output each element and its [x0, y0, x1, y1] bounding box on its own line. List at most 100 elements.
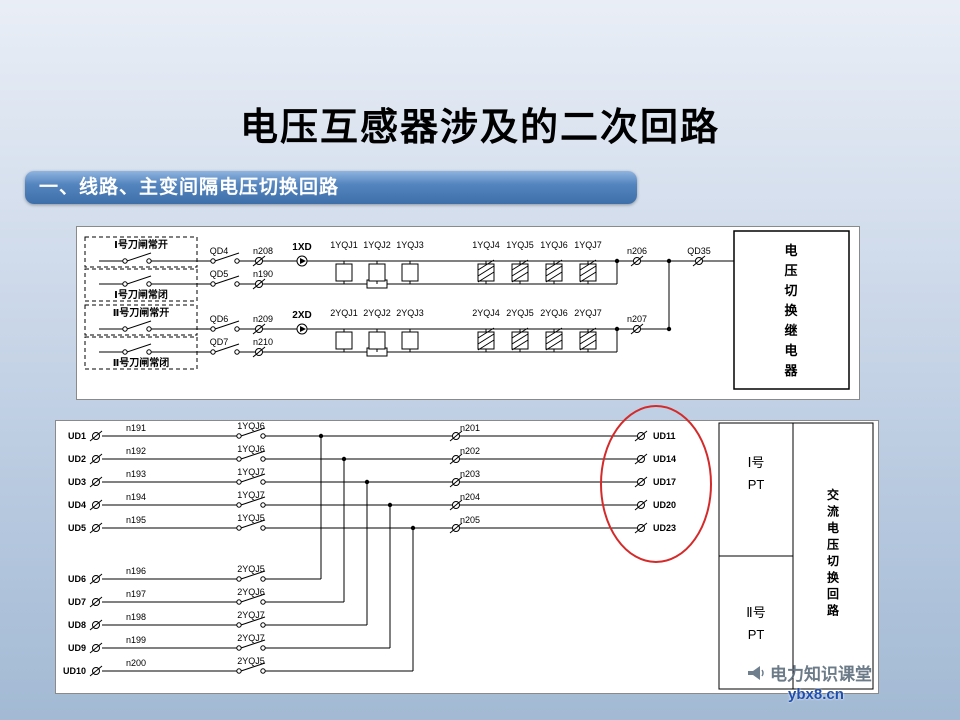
terminal-slash [89, 573, 103, 585]
junction-dot [387, 502, 393, 508]
coil-label: 2YQJ7 [574, 308, 602, 318]
terminal-slash [89, 499, 103, 511]
relay-coil-hatched [477, 331, 495, 350]
wire-label: n209 [253, 314, 273, 324]
contact-symbol [122, 320, 152, 332]
coil-label: 2YQJ5 [506, 308, 534, 318]
terminal-symbol [89, 665, 103, 677]
coil-label: 1YQJ4 [472, 240, 500, 250]
knife-open-box [84, 236, 198, 268]
wire-label: n207 [627, 314, 647, 324]
relay-box-label: 电 [784, 343, 797, 358]
page-title: 电压互感器涉及的二次回路 [239, 107, 720, 149]
coil-label: 2YQJ3 [396, 308, 424, 318]
hatch-line [477, 333, 495, 345]
terminal-label: UD11 [653, 431, 676, 441]
contact-blade [214, 343, 240, 353]
terminal-label: UD7 [68, 597, 86, 607]
terminal-symbol [89, 619, 103, 631]
hatch-line [511, 259, 529, 271]
terminal-symbol [449, 453, 463, 465]
contact-symbol [236, 662, 266, 674]
hatch-line [477, 265, 495, 277]
terminal-symbol [449, 476, 463, 488]
pt1-label: Ⅰ号 [748, 455, 765, 470]
coil-label: 1YQJ5 [506, 240, 534, 250]
terminal-symbol [89, 430, 103, 442]
terminal-label: UD3 [68, 477, 86, 487]
hatch-line [511, 265, 529, 277]
contact-blade [240, 593, 266, 603]
pt2-label: PT [748, 627, 765, 642]
coil-label: 2YQJ2 [363, 308, 391, 318]
junction-dot [318, 433, 324, 439]
knife-open-label: Ⅰ号刀闸常开 [114, 238, 168, 251]
hatch-line [545, 339, 563, 351]
relay-coil-hatched [511, 331, 529, 350]
terminal-symbol [449, 430, 463, 442]
terminal-label: UD9 [68, 643, 86, 653]
terminal-symbol [89, 642, 103, 654]
terminal-symbol [89, 596, 103, 608]
terminal-slash [634, 430, 648, 442]
contact-blade [126, 320, 152, 330]
contact-blade [240, 616, 266, 626]
test-block-label: 2XD [292, 310, 311, 321]
terminal-label: UD4 [68, 500, 86, 510]
terminal-label: UD14 [653, 454, 676, 464]
contact-blade [240, 570, 266, 580]
section-banner-label: 一、线路、主变间隔电压切换回路 [39, 177, 340, 198]
contact-blade [214, 320, 240, 330]
watermark-url: ybx8.cn [788, 686, 844, 703]
hatch-line [579, 259, 597, 271]
circuit-name-label: 路 [827, 603, 840, 618]
knife-open-box [84, 304, 198, 336]
hatch-line [477, 271, 495, 283]
terminal-label: UD8 [68, 620, 86, 630]
knife-closed-label: Ⅱ号刀闸常闭 [113, 356, 170, 369]
wire-label: n210 [253, 337, 273, 347]
relay-coil-hatched [511, 263, 529, 282]
terminal-slash [89, 453, 103, 465]
terminal-symbol [89, 573, 103, 585]
terminal-slash [252, 346, 266, 358]
hatch-line [545, 327, 563, 339]
terminal-symbol [252, 255, 266, 267]
coil-label: 1YQJ7 [574, 240, 602, 250]
hatch-line [477, 327, 495, 339]
contact-symbol [122, 275, 152, 287]
relay-box-label: 继 [784, 323, 797, 338]
contact-symbol [236, 570, 266, 582]
coil-label: 2YQJ1 [330, 308, 358, 318]
contact-label: 1YQJ7 [237, 490, 265, 500]
terminal-slash [449, 453, 463, 465]
coil-label: 2YQJ6 [540, 308, 568, 318]
terminal-slash [252, 255, 266, 267]
wire-label: n192 [126, 446, 146, 456]
knife-closed-label: Ⅰ号刀闸常闭 [114, 288, 168, 301]
terminal-slash [89, 476, 103, 488]
hatch-line [511, 339, 529, 351]
circuit-name-label: 电 [827, 520, 839, 535]
coil-label: 1YQJ3 [396, 240, 424, 250]
terminal-symbol [252, 323, 266, 335]
contact-blade [126, 252, 152, 262]
wire-label: n202 [460, 446, 480, 456]
relay-box-label: 电 [784, 243, 797, 258]
relay-coil [368, 331, 386, 350]
relay-coil [401, 331, 419, 350]
terminal-slash [634, 522, 648, 534]
terminal-slash [634, 453, 648, 465]
terminal-symbol [252, 346, 266, 358]
hatch-line [477, 259, 495, 271]
knife-closed-box [84, 336, 198, 370]
junction-dot [410, 525, 416, 531]
relay-coil [335, 263, 353, 282]
hatch-line [579, 327, 597, 339]
pt2-label: Ⅱ号 [746, 605, 765, 620]
section-banner: 一、线路、主变间隔电压切换回路 [25, 171, 637, 204]
highlight-ellipse [600, 405, 712, 563]
